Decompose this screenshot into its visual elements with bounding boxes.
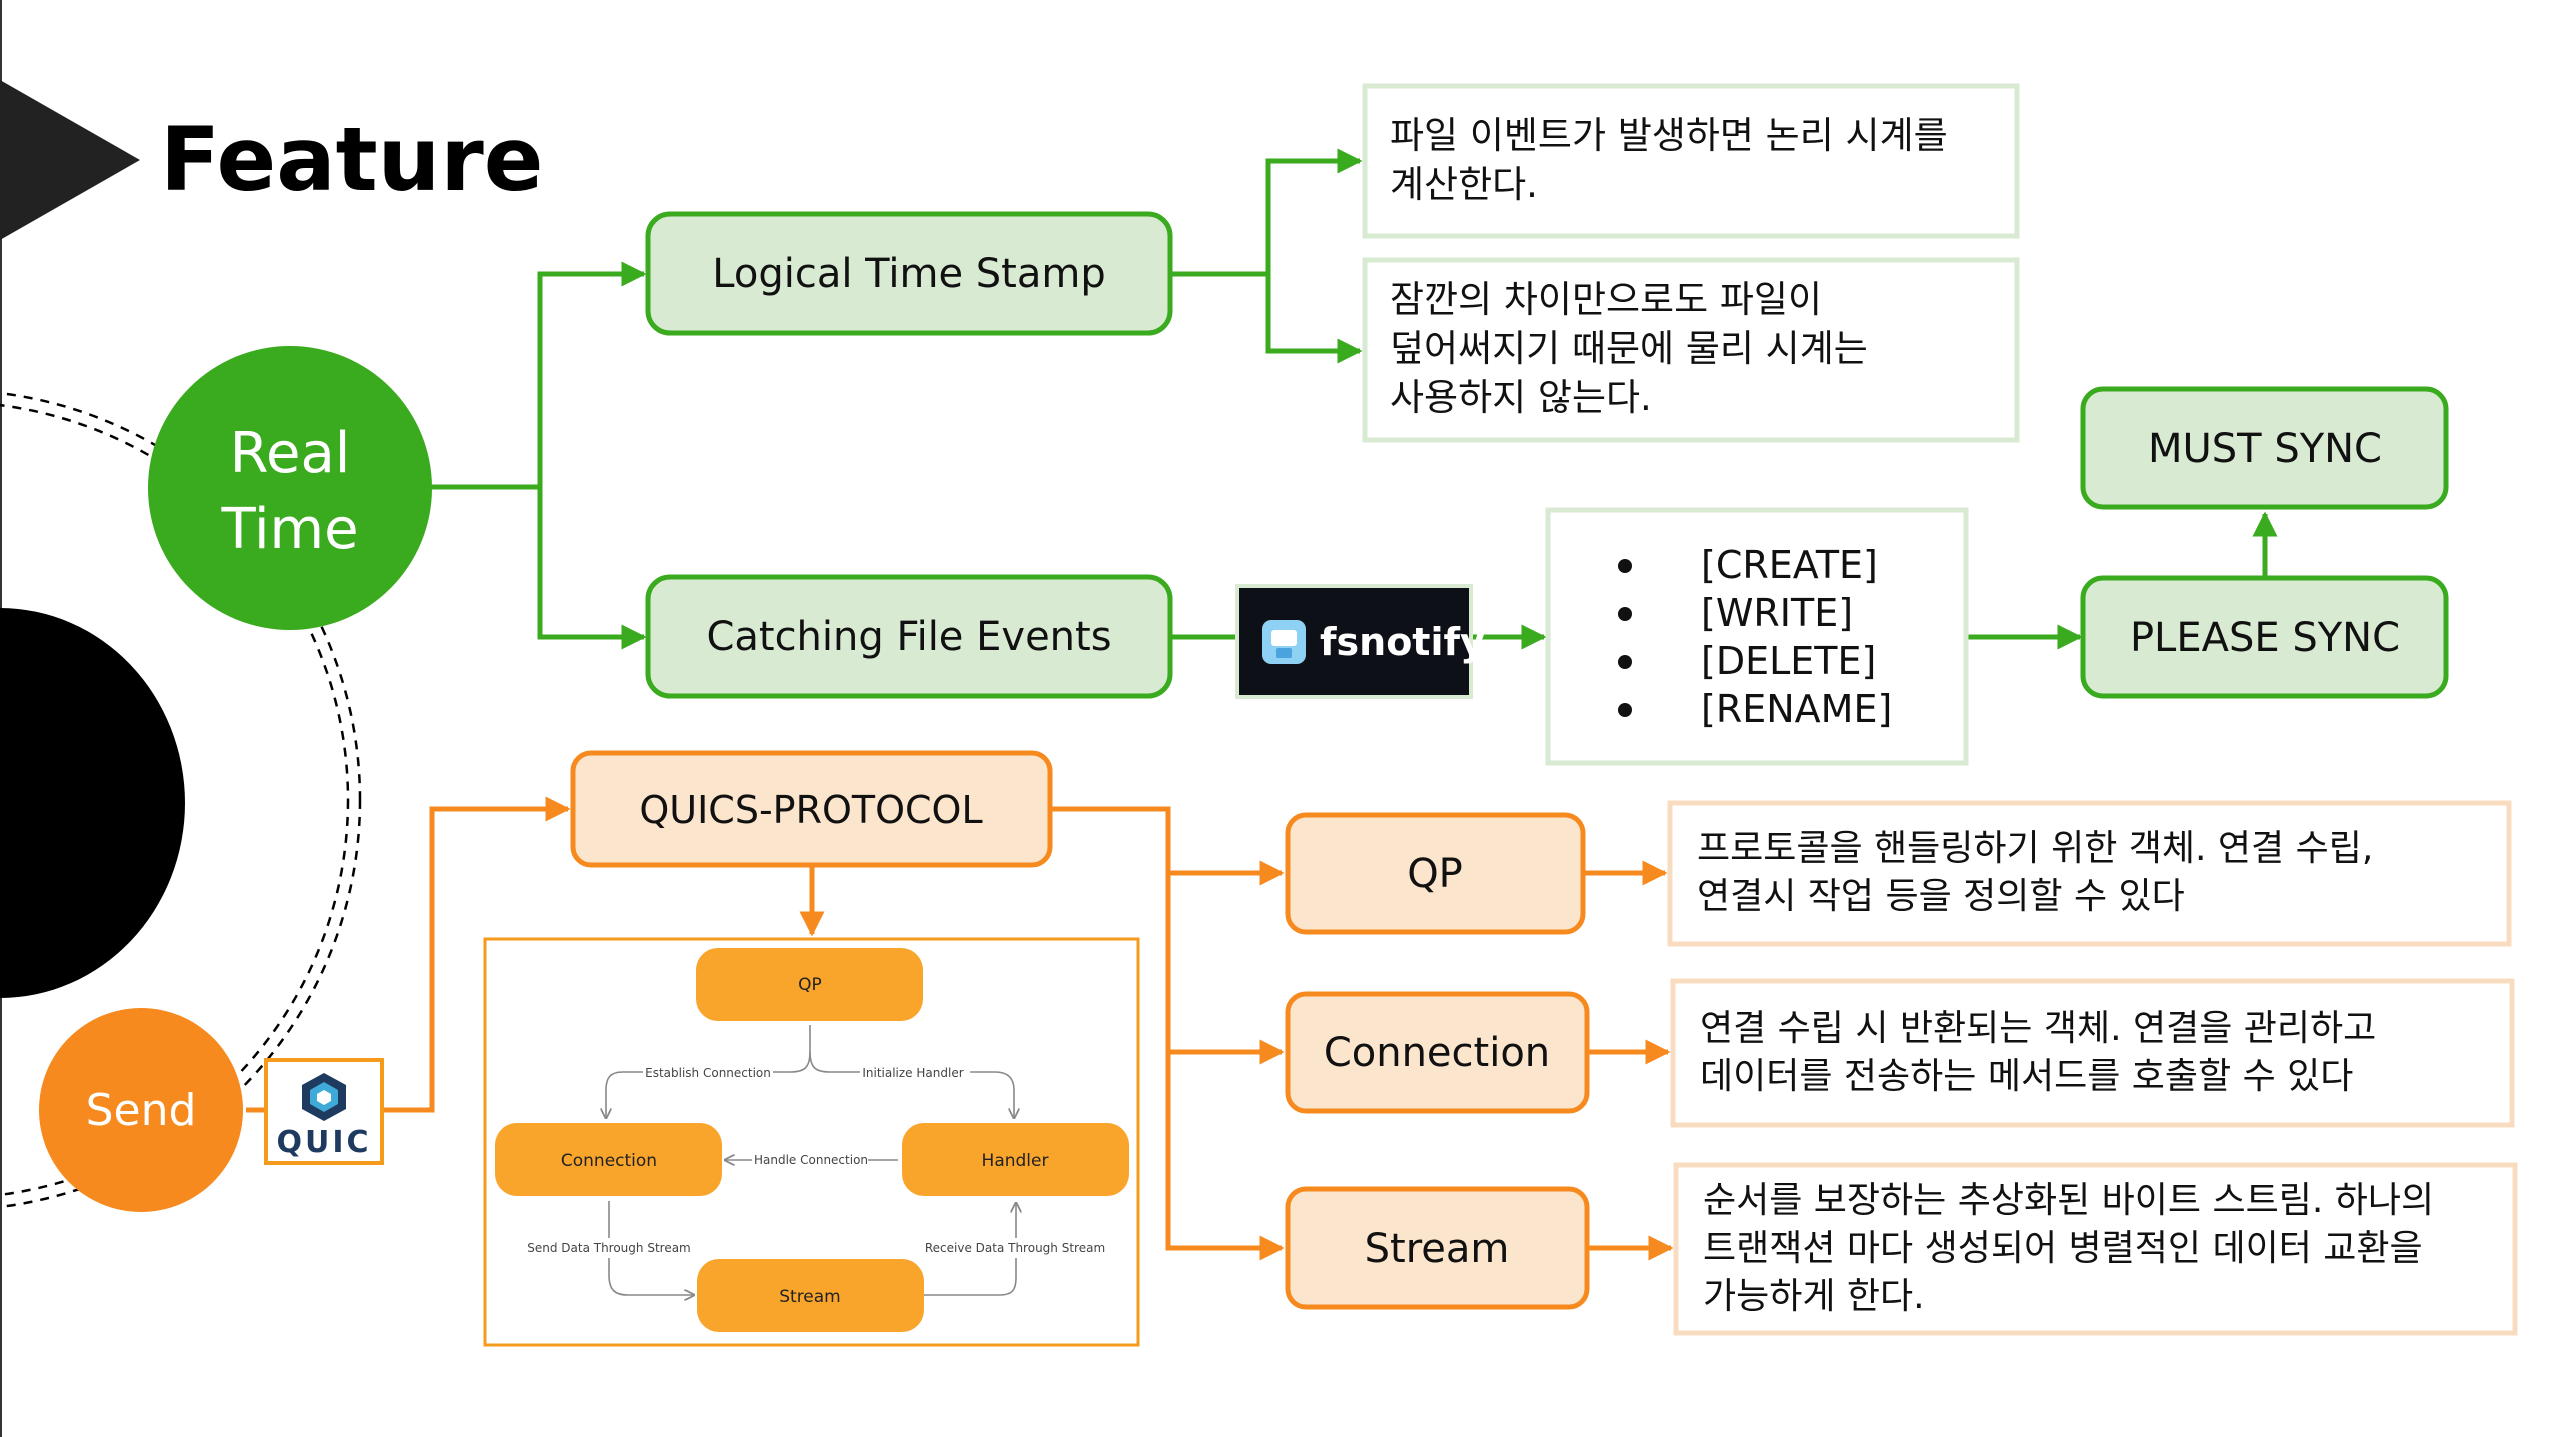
edge-logical-note2 <box>1265 274 1363 364</box>
decorative-graphics <box>0 0 362 1437</box>
dashed-orbit-inner <box>0 403 350 1197</box>
mini-edge-initialize-label: Initialize Handler <box>862 1066 963 1080</box>
event-create: [CREATE] <box>1701 543 1878 587</box>
mini-node-stream-label: Stream <box>779 1287 841 1307</box>
send-label: Send <box>86 1085 197 1136</box>
edge-protocol-qp <box>1051 806 1285 886</box>
must-sync-label: MUST SYNC <box>2148 426 2382 472</box>
edge-protocol-stream <box>1165 1052 1285 1261</box>
title-triangle <box>0 80 140 240</box>
mini-node-stream <box>697 1259 924 1332</box>
node-connection: Connection <box>1285 991 1590 1114</box>
note-stream: 순서를 보장하는 추상화된 바이트 스트림. 하나의 트랜잭션 마다 생성되어 … <box>1673 1162 2518 1336</box>
note-logical-2-line1: 잠깐의 차이만으로도 파일이 <box>1390 278 1822 321</box>
note-stream-line3: 가능하게 한다. <box>1703 1276 1925 1317</box>
logical-time-stamp-label: Logical Time Stamp <box>712 251 1105 297</box>
page-title: Feature <box>160 108 543 211</box>
node-catching-file-events: Catching File Events <box>645 574 1173 699</box>
edge-realtime-catching <box>537 487 647 650</box>
note-logical-2-line3: 사용하지 않는다. <box>1390 376 1652 419</box>
edge-realtime-logical <box>430 261 647 490</box>
event-write: [WRITE] <box>1701 591 1853 635</box>
note-connection-line2: 데이터를 전송하는 메서드를 호출할 수 있다 <box>1700 1056 2353 1097</box>
real-time-line1: Real <box>230 421 351 486</box>
note-logical-1-line2: 계산한다. <box>1390 163 1538 206</box>
mini-node-handler <box>902 1123 1129 1196</box>
mini-edge-handle-label: Handle Connection <box>754 1153 868 1167</box>
quic-logo-icon <box>302 1073 346 1121</box>
event-bullet <box>1618 703 1632 717</box>
mini-edge-receive <box>924 1203 1016 1296</box>
mini-node-qp-label: QP <box>798 975 822 995</box>
mini-edge-send <box>608 1201 694 1295</box>
event-list: [CREATE] [WRITE] [DELETE] [RENAME] <box>1545 507 1969 766</box>
mini-node-connection <box>495 1123 722 1196</box>
quics-protocol-label: QUICS-PROTOCOL <box>639 788 982 832</box>
connection-label: Connection <box>1324 1030 1550 1076</box>
catching-file-events-label: Catching File Events <box>706 614 1111 660</box>
mini-diagram: QP Connection Handler Stream Establish C… <box>483 937 1140 1347</box>
note-connection: 연결 수립 시 반환되는 객체. 연결을 관리하고 데이터를 전송하는 메서드를… <box>1670 978 2515 1128</box>
stream-label: Stream <box>1365 1226 1510 1272</box>
edge-protocol-connection <box>1165 873 1285 1065</box>
event-delete: [DELETE] <box>1701 639 1876 683</box>
quic-logo: QUIC <box>264 1058 384 1165</box>
note-qp: 프로토콜을 핸들링하기 위한 객체. 연결 수립, 연결시 작업 등을 정의할 … <box>1667 800 2512 947</box>
note-logical-2-line2: 덮어써지기 때문에 물리 시계는 <box>1390 327 1868 370</box>
mini-edge-establish-label: Establish Connection <box>645 1066 771 1080</box>
node-please-sync: PLEASE SYNC <box>2080 575 2449 699</box>
node-stream: Stream <box>1285 1186 1590 1310</box>
mini-edge-initialize <box>809 1051 1014 1118</box>
node-must-sync: MUST SYNC <box>2080 386 2449 510</box>
dashed-orbit-outer <box>0 391 362 1209</box>
mini-edge-receive-label: Receive Data Through Stream <box>925 1241 1105 1255</box>
event-bullet <box>1618 559 1632 573</box>
mini-node-handler-label: Handler <box>982 1151 1049 1171</box>
node-real-time: Real Time <box>148 346 432 630</box>
fsnotify-logo-text: fsnotify <box>1320 620 1485 664</box>
note-logical-2: 잠깐의 차이만으로도 파일이 덮어써지기 때문에 물리 시계는 사용하지 않는다… <box>1362 257 2020 443</box>
event-bullet <box>1618 655 1632 669</box>
mini-node-qp <box>696 948 923 1021</box>
qp-label: QP <box>1407 851 1463 897</box>
mini-node-connection-label: Connection <box>561 1151 657 1171</box>
edge-logical-note1 <box>1171 148 1363 277</box>
fsnotify-logo: fsnotify <box>1235 584 1485 699</box>
note-logical-1: 파일 이벤트가 발생하면 논리 시계를 계산한다. <box>1362 83 2020 239</box>
connectors <box>246 148 2278 1261</box>
quic-logo-text: QUIC <box>276 1125 371 1160</box>
edge-quic-protocol <box>382 796 571 1113</box>
note-qp-line1: 프로토콜을 핸들링하기 위한 객체. 연결 수립, <box>1697 828 2373 869</box>
black-half-circle <box>0 608 185 998</box>
node-qp: QP <box>1285 812 1586 935</box>
mini-edge-send-label: Send Data Through Stream <box>527 1241 691 1255</box>
node-send: Send <box>39 1008 243 1212</box>
event-rename: [RENAME] <box>1701 687 1892 731</box>
real-time-line2: Time <box>220 497 358 562</box>
note-logical-1-line1: 파일 이벤트가 발생하면 논리 시계를 <box>1390 114 1948 157</box>
event-bullet <box>1618 607 1632 621</box>
note-stream-line1: 순서를 보장하는 추상화된 바이트 스트림. 하나의 <box>1703 1180 2434 1221</box>
node-logical-time-stamp: Logical Time Stamp <box>645 211 1173 336</box>
node-quics-protocol: QUICS-PROTOCOL <box>570 750 1053 868</box>
note-connection-line1: 연결 수립 시 반환되는 객체. 연결을 관리하고 <box>1700 1008 2376 1049</box>
please-sync-label: PLEASE SYNC <box>2130 615 2400 661</box>
fsnotify-logo-icon <box>1262 620 1306 664</box>
note-stream-line2: 트랜잭션 마다 생성되어 병렬적인 데이터 교환을 <box>1703 1228 2423 1269</box>
note-qp-line2: 연결시 작업 등을 정의할 수 있다 <box>1697 876 2185 917</box>
